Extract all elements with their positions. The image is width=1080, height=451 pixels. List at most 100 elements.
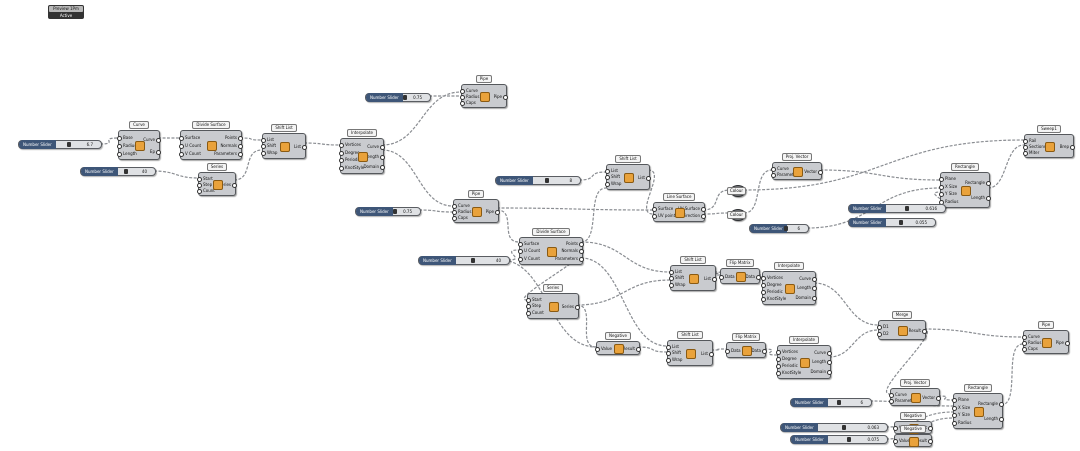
- output-port[interactable]: Domain: [810, 368, 832, 375]
- input-port[interactable]: V Count: [178, 150, 201, 157]
- input-port[interactable]: Parameter: [889, 397, 916, 404]
- slider-grip[interactable]: [123, 169, 128, 174]
- input-port[interactable]: Curve: [459, 87, 478, 94]
- input-port[interactable]: Surface: [651, 206, 674, 212]
- input-port[interactable]: Caps: [459, 100, 479, 106]
- input-port[interactable]: Step: [526, 303, 544, 310]
- output-port[interactable]: Series: [561, 303, 581, 310]
- output-port[interactable]: List: [294, 143, 307, 150]
- output-port[interactable]: Pipe: [485, 208, 501, 215]
- input-port[interactable]: Radius: [459, 93, 480, 100]
- output-port[interactable]: Domain: [363, 163, 385, 170]
- input-port[interactable]: Start: [526, 297, 544, 303]
- input-port[interactable]: Wrap: [604, 181, 622, 188]
- output-port[interactable]: Points: [555, 241, 584, 248]
- input-port[interactable]: Y Size: [938, 191, 957, 198]
- slider-grip[interactable]: [66, 142, 71, 147]
- slider-grip[interactable]: [904, 206, 909, 211]
- input-port[interactable]: List: [668, 269, 685, 275]
- input-port[interactable]: X Size: [938, 183, 958, 190]
- output-port[interactable]: Curve: [143, 136, 161, 143]
- input-port[interactable]: Radius: [951, 419, 972, 426]
- output-port[interactable]: List: [638, 174, 651, 181]
- slider-grip[interactable]: [471, 258, 476, 263]
- input-port[interactable]: Curve: [889, 392, 916, 398]
- input-port[interactable]: D2: [877, 331, 889, 337]
- output-port[interactable]: List: [704, 275, 717, 282]
- output-port[interactable]: Rectangle: [965, 180, 991, 186]
- output-port[interactable]: Brep: [1059, 143, 1076, 150]
- output-port[interactable]: Length: [965, 195, 991, 201]
- input-port[interactable]: Step: [197, 182, 215, 188]
- output-port[interactable]: Vector: [804, 168, 823, 175]
- input-port[interactable]: U Count: [178, 142, 202, 149]
- input-port[interactable]: Sections: [1023, 143, 1046, 150]
- slider-grip[interactable]: [403, 95, 408, 100]
- slider-grip[interactable]: [846, 437, 851, 442]
- input-port[interactable]: KnotStyle: [760, 296, 787, 302]
- input-port[interactable]: Caps: [1021, 346, 1041, 352]
- input-port[interactable]: Rail: [1023, 138, 1046, 144]
- input-port[interactable]: Wrap: [260, 150, 278, 157]
- output-port[interactable]: Result: [908, 327, 928, 334]
- output-port[interactable]: Direction: [678, 213, 707, 219]
- input-port[interactable]: Curve: [1021, 333, 1040, 340]
- input-port[interactable]: Data: [719, 273, 735, 280]
- input-port[interactable]: Degree: [760, 282, 786, 288]
- input-port[interactable]: KnotStyle: [775, 370, 802, 376]
- output-port[interactable]: Parameters: [214, 150, 243, 157]
- output-port[interactable]: Parameters: [555, 255, 584, 262]
- slider-grip[interactable]: [842, 425, 847, 430]
- output-port[interactable]: Result: [622, 345, 642, 352]
- slider-grip[interactable]: [393, 209, 398, 214]
- slider-grip[interactable]: [837, 400, 842, 405]
- input-port[interactable]: UV point: [651, 213, 676, 219]
- input-port[interactable]: Periodic: [760, 289, 786, 295]
- input-port[interactable]: Curve: [451, 202, 470, 209]
- input-port[interactable]: Plane: [938, 176, 958, 183]
- input-port[interactable]: Wrap: [668, 282, 686, 289]
- input-port[interactable]: Wrap: [665, 357, 683, 364]
- input-port[interactable]: Shift: [668, 275, 685, 282]
- input-port[interactable]: Radius: [938, 198, 959, 205]
- input-port[interactable]: U Count: [517, 248, 541, 255]
- input-port[interactable]: Vertices: [775, 349, 801, 355]
- input-port[interactable]: Base: [117, 135, 137, 141]
- output-port[interactable]: Length: [797, 285, 817, 292]
- input-port[interactable]: List: [604, 168, 621, 174]
- input-port[interactable]: Parameter: [771, 171, 798, 178]
- slider-grip[interactable]: [783, 226, 788, 231]
- input-port[interactable]: Periodic: [338, 157, 364, 164]
- output-port[interactable]: Points: [214, 135, 243, 141]
- input-port[interactable]: V Count: [517, 255, 540, 262]
- slider-grip[interactable]: [544, 178, 549, 183]
- input-port[interactable]: Miter: [1023, 150, 1046, 156]
- input-port[interactable]: List: [665, 344, 682, 350]
- input-port[interactable]: Value: [595, 345, 612, 352]
- input-port[interactable]: Periodic: [775, 363, 801, 369]
- output-port[interactable]: Ep: [143, 149, 161, 155]
- output-port[interactable]: Curve: [795, 276, 817, 283]
- input-port[interactable]: Start: [197, 176, 215, 182]
- input-port[interactable]: Shift: [604, 174, 621, 181]
- output-port[interactable]: Normals: [555, 248, 584, 255]
